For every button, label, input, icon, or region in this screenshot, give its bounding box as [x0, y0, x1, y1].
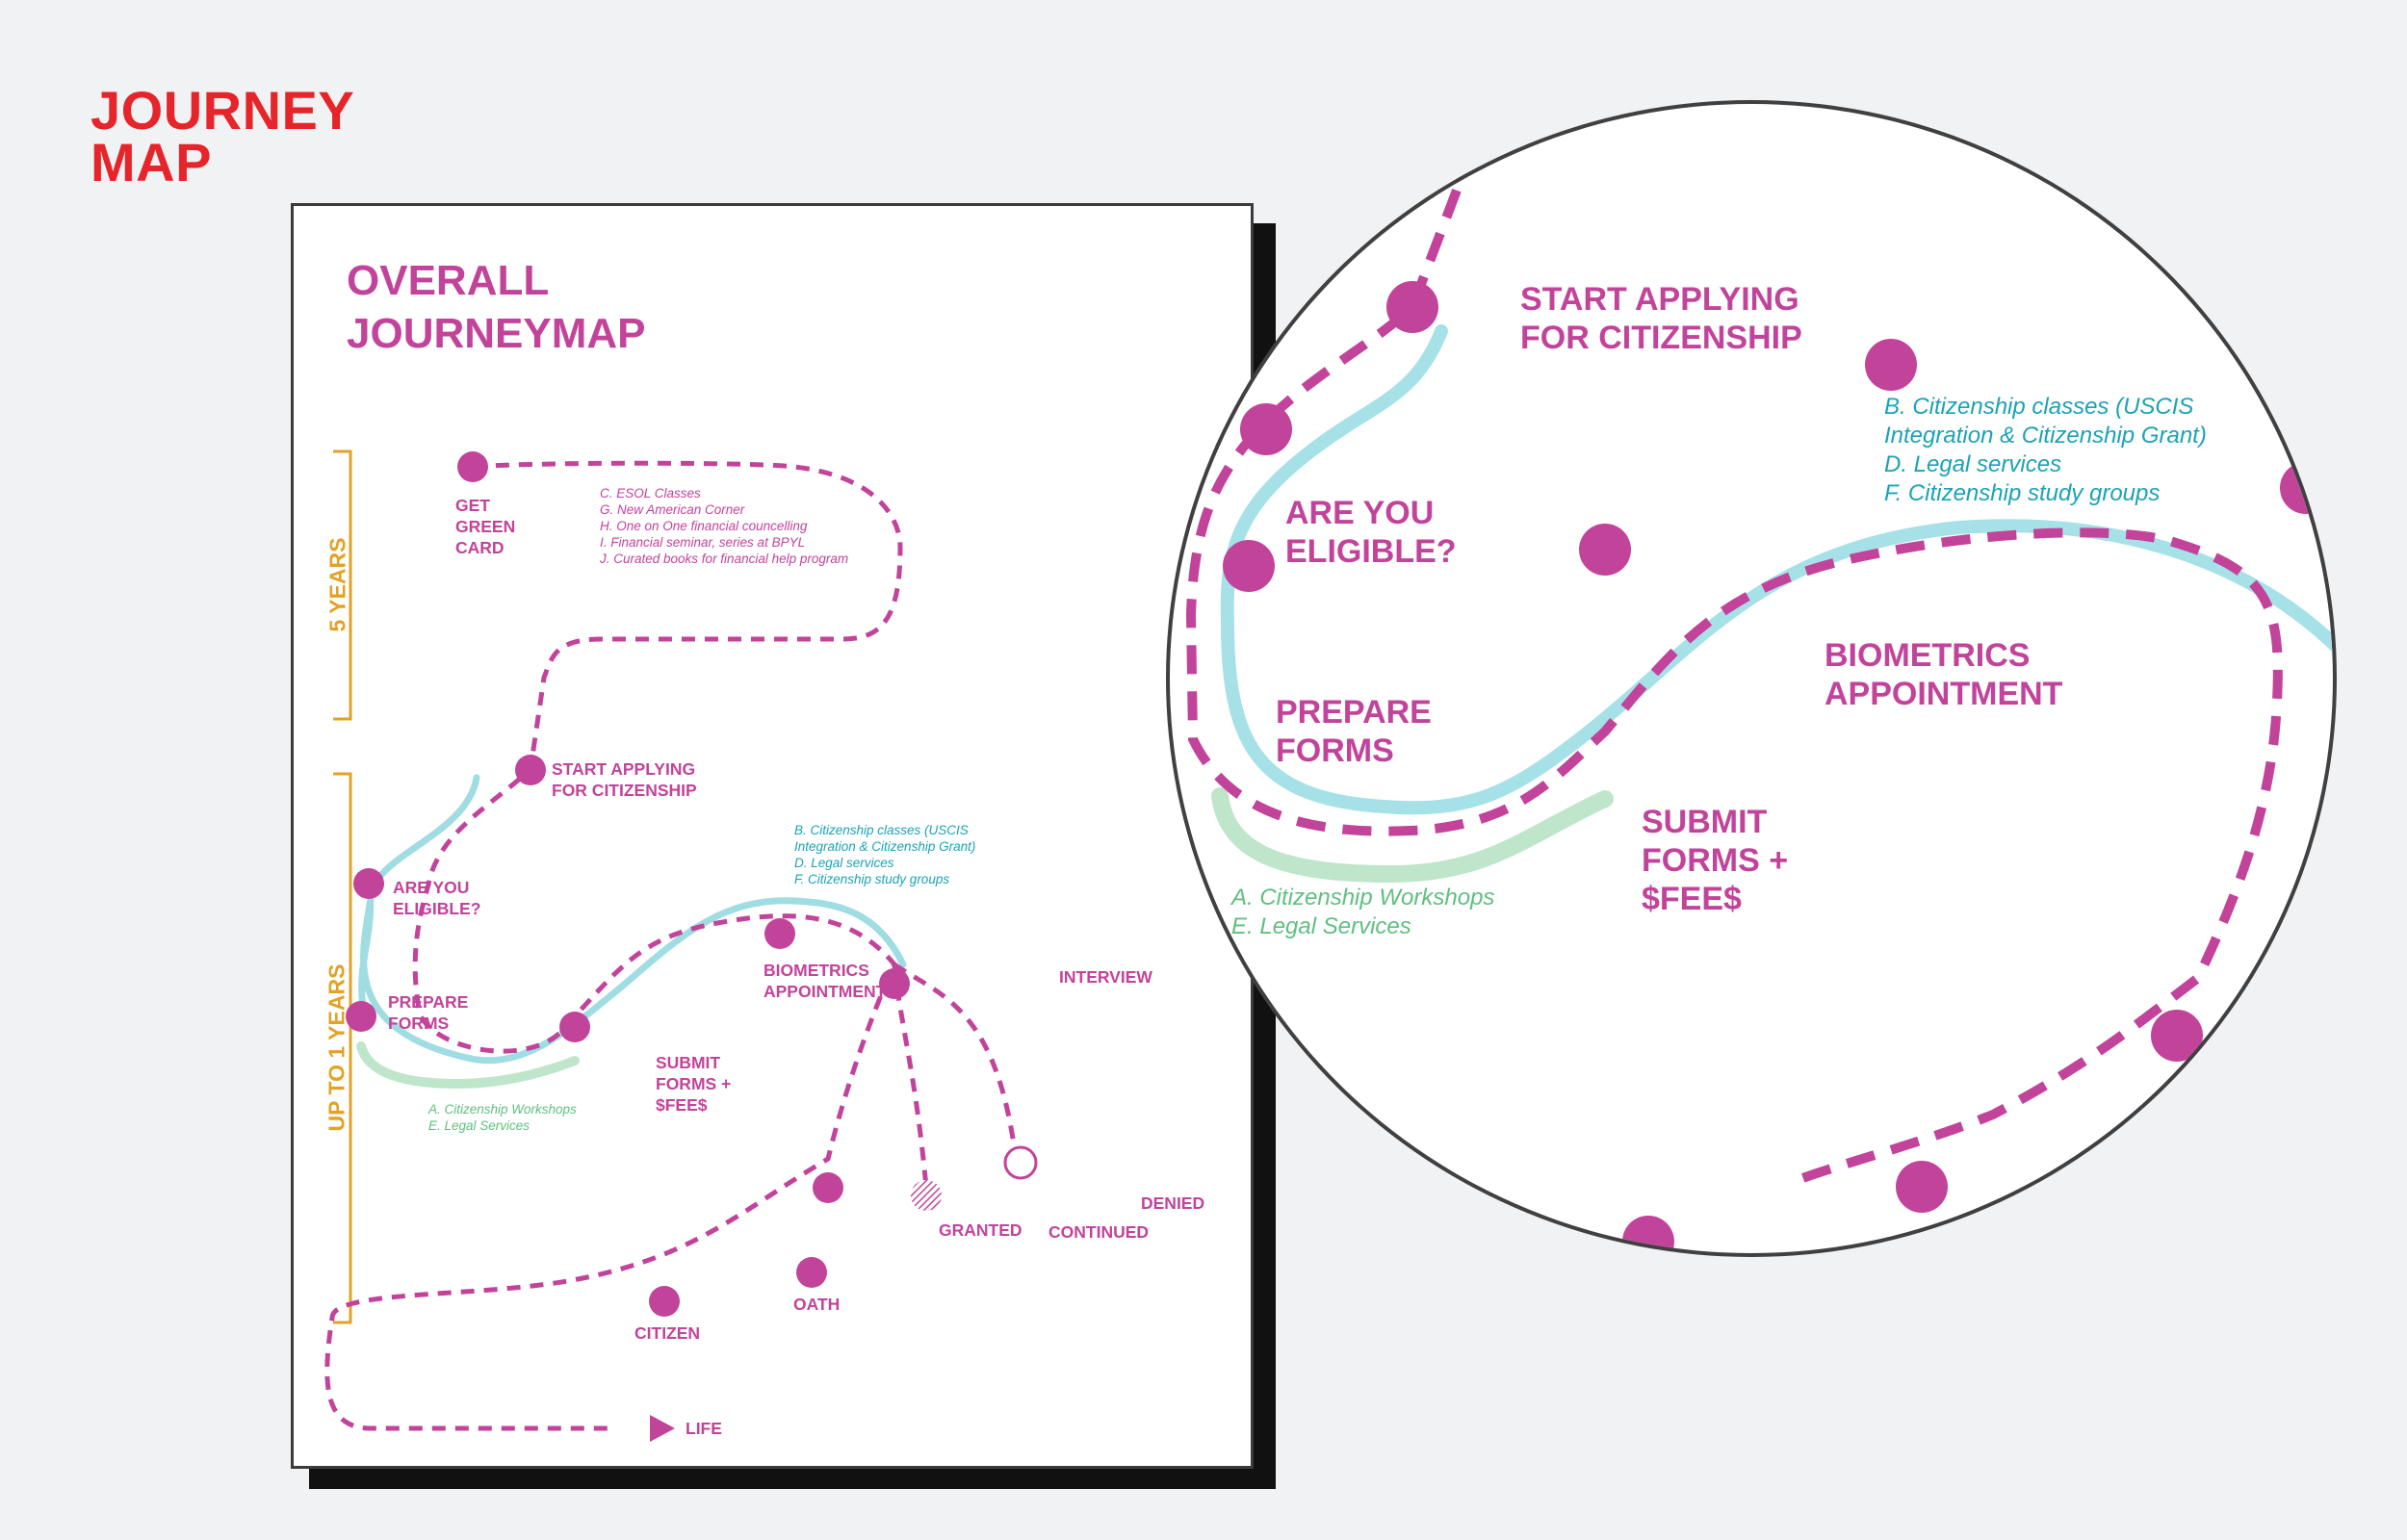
zoom-biometrics-node	[1865, 339, 1917, 391]
zoom-path-diagram	[1185, 104, 2333, 1253]
label-granted: GRANTED	[939, 1220, 1022, 1240]
label-prepare-forms: PREPARE FORMS	[388, 992, 469, 1033]
zoom-granted-node	[2151, 1010, 2203, 1062]
label-life: LIFE	[686, 1419, 722, 1438]
denied-branch	[893, 962, 1019, 1160]
zoom-journey-path	[1185, 104, 2283, 1187]
zoom-oath-node	[1896, 1161, 1948, 1213]
prepare-forms-node	[346, 1001, 376, 1032]
zoom-note-teal-services: B. Citizenship classes (USCIS Integratio…	[1884, 394, 2207, 506]
label-eligible: ARE YOU ELIGIBLE?	[393, 878, 481, 918]
card-title-line-2: JOURNEYMAP	[347, 310, 646, 357]
continued-node	[911, 1180, 942, 1211]
era-label-5-years: 5 YEARS	[324, 537, 350, 632]
label-denied: DENIED	[1141, 1194, 1205, 1213]
biometrics-node	[764, 918, 795, 949]
page-title-line-1: JOURNEY	[91, 80, 355, 141]
zoom-eligible-node	[1240, 403, 1292, 455]
label-citizen: CITIZEN	[634, 1323, 701, 1343]
journey-path	[324, 460, 903, 1431]
label-oath: OATH	[793, 1295, 841, 1314]
citizen-node	[649, 1286, 680, 1317]
green-service-band	[356, 1041, 580, 1090]
card-title-line-1: OVERALL	[347, 257, 550, 304]
page-title-line-2: MAP	[91, 132, 212, 192]
label-interview: INTERVIEW	[1059, 967, 1152, 987]
card-title: OVERALL JOURNEYMAP	[347, 254, 646, 360]
bracket-5-years	[333, 449, 352, 721]
zoom-interview-node	[2280, 462, 2332, 514]
zoom-label-biometrics: BIOMETRICS APPOINTMENT	[1825, 637, 2063, 712]
life-arrow-icon	[650, 1415, 675, 1442]
label-start-applying: START APPLYING FOR CITIZENSHIP	[552, 759, 697, 800]
label-submit-forms: SUBMIT FORMS + $FEE$	[656, 1053, 732, 1115]
era-label-up-to-1-year: UP TO 1 YEARS	[324, 963, 349, 1132]
start-applying-node	[515, 755, 546, 785]
zoom-label-eligible: ARE YOU ELIGIBLE?	[1285, 495, 1457, 570]
zoom-label-prepare-forms: PREPARE FORMS	[1276, 694, 1432, 769]
denied-node	[1003, 1145, 1038, 1180]
note-green-card-services: C. ESOL Classes G. New American Corner H…	[600, 486, 849, 566]
label-continued: CONTINUED	[1048, 1222, 1150, 1242]
green-card-node	[457, 451, 488, 482]
zoom-label-start-applying: START APPLYING FOR CITIZENSHIP	[1520, 281, 1802, 356]
granted-node	[813, 1172, 843, 1203]
zoom-prepare-forms-node	[1223, 540, 1275, 592]
submit-forms-node	[559, 1012, 590, 1042]
zoom-submit-forms-node	[1579, 524, 1631, 576]
label-biometrics: BIOMETRICS APPOINTMENT	[764, 961, 887, 1001]
zoom-green-band	[1211, 787, 1614, 884]
interview-node	[879, 968, 910, 999]
note-green-services: A. Citizenship Workshops E. Legal Servic…	[428, 1102, 577, 1133]
zoom-detail-circle: START APPLYING FOR CITIZENSHIP ARE YOU E…	[1166, 100, 2337, 1257]
oath-node	[796, 1257, 827, 1288]
continued-branch	[892, 963, 929, 1189]
zoom-note-green-services: A. Citizenship Workshops E. Legal Servic…	[1231, 885, 1495, 939]
zoom-label-submit-forms: SUBMIT FORMS + $FEE$	[1642, 804, 1789, 917]
page-title: JOURNEY MAP	[91, 80, 355, 192]
zoom-teal-band	[1220, 324, 2333, 815]
journey-path-diagram	[324, 449, 1038, 1442]
zoom-citizen-node	[1622, 1216, 1674, 1253]
label-green-card: GET GREEN CARD	[455, 496, 516, 557]
eligible-node	[353, 868, 384, 899]
overall-journey-map-card: OVERALL JOURNEYMAP 5 YEARS UP TO 1 YEARS…	[291, 203, 1254, 1469]
note-teal-services: B. Citizenship classes (USCIS Integratio…	[794, 823, 976, 886]
zoom-start-applying-node	[1386, 281, 1438, 333]
bracket-up-to-1-year	[333, 772, 352, 1324]
